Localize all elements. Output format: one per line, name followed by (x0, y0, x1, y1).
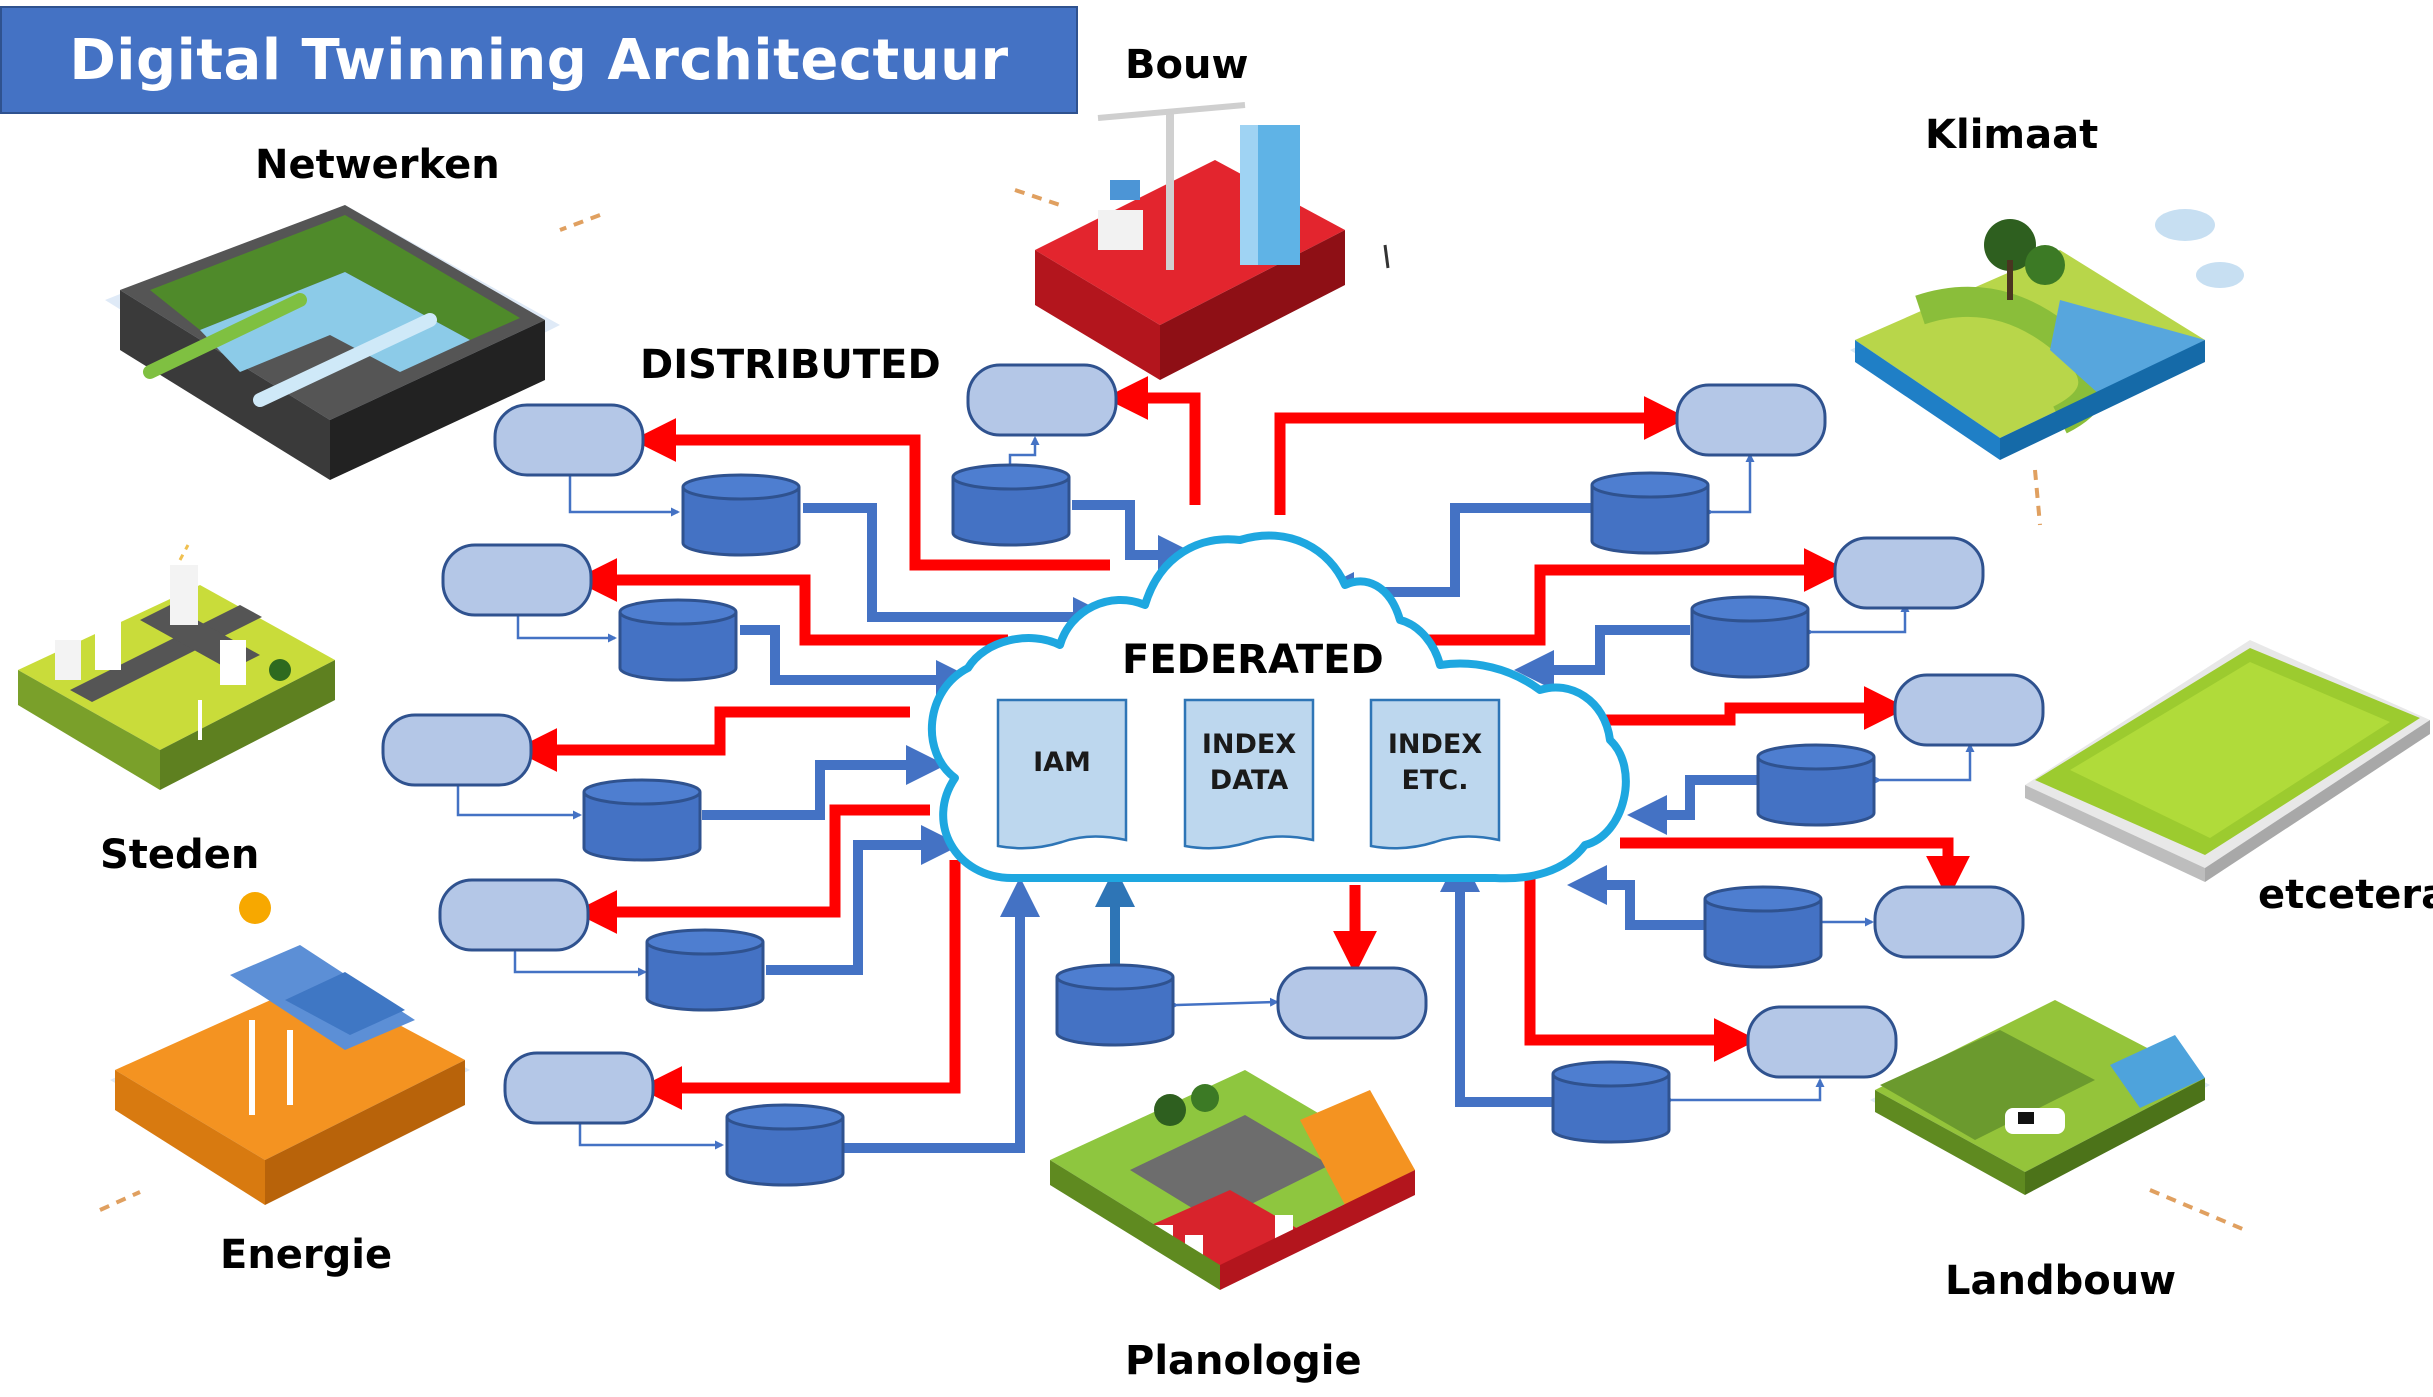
thin-link-left-3 (453, 778, 582, 820)
app-node-right-2 (1833, 536, 1985, 610)
app-node-bottom (1276, 966, 1428, 1040)
app-node-left-4 (438, 878, 590, 952)
database-right-5 (1551, 1060, 1671, 1144)
bouw-tile-illustration (1014, 102, 1390, 380)
blue-arrow-from-left-db-2 (740, 625, 976, 700)
app-node-right-3 (1893, 673, 2045, 747)
thin-link-left-2 (513, 605, 617, 643)
app-node-bouw (966, 363, 1118, 437)
label-etcetera: etcetera (2258, 872, 2433, 918)
thin-link-klimaat (1705, 453, 1755, 517)
database-left-3 (582, 778, 702, 862)
blue-arrow-from-right-db-2 (1514, 625, 1690, 690)
blue-arrow-from-left-db-4 (766, 825, 961, 975)
app-node-left-5 (503, 1051, 655, 1125)
document-index-data (1183, 698, 1315, 850)
database-bottom (1055, 963, 1175, 1047)
landbouw-tile-illustration (1870, 1000, 2246, 1232)
red-arrow-to-klimaat-node (1274, 396, 1688, 515)
document-label-index-data: INDEX DATA (1201, 729, 1297, 796)
title-banner: Digital Twinning Architectuur (0, 6, 1078, 114)
label-netwerken: Netwerken (255, 142, 500, 188)
blue-arrow-from-right-db-4 (1567, 865, 1705, 930)
etcetera-tile-illustration (2025, 640, 2430, 882)
thin-link-left-5 (575, 1115, 724, 1150)
document-label-index-etc: INDEX ETC. (1387, 729, 1483, 796)
label-energie: Energie (220, 1232, 393, 1278)
database-left-2 (618, 598, 738, 682)
document-iam (996, 698, 1128, 850)
thin-link-right-5 (1665, 1078, 1825, 1105)
blue-arrow-from-left-db-5 (843, 877, 1040, 1153)
app-node-klimaat (1675, 383, 1827, 457)
red-arrow-to-left-node-5 (638, 860, 961, 1110)
label-klimaat: Klimaat (1925, 112, 2099, 158)
thin-link-bottom (1169, 997, 1279, 1010)
label-landbouw: Landbouw (1945, 1258, 2177, 1304)
document-label-iam: IAM (1033, 747, 1091, 778)
red-arrow-to-bouw-node (1104, 376, 1201, 505)
energie-tile-illustration (99, 892, 470, 1212)
database-bouw (951, 463, 1071, 547)
app-node-left-3 (381, 713, 533, 787)
label-federated: FEDERATED (1122, 637, 1384, 683)
database-klimaat (1590, 471, 1710, 555)
thin-link-left-4 (510, 945, 647, 977)
thin-link-netwerken (565, 468, 680, 517)
database-right-2 (1690, 595, 1810, 679)
label-bouw: Bouw (1125, 42, 1249, 88)
klimaat-tile-illustration (1850, 209, 2244, 526)
red-arrow-to-left-node-3 (513, 706, 910, 772)
red-arrow-to-left-node-4 (573, 804, 930, 934)
blue-arrow-from-netwerken-db (803, 503, 1113, 637)
app-node-right-4 (1873, 885, 2025, 959)
document-index-etc (1369, 698, 1501, 850)
database-right-3 (1756, 743, 1876, 827)
red-arrow-to-right-node-3 (1575, 686, 1908, 730)
thin-link-bouw (1005, 436, 1040, 472)
netwerken-tile-illustration (105, 205, 601, 480)
blue-arrow-from-right-db-3 (1627, 775, 1757, 835)
thin-link-right-2 (1805, 603, 1910, 637)
app-node-left-2 (441, 543, 593, 617)
database-right-4 (1703, 885, 1823, 969)
planologie-tile-illustration (1050, 1070, 1415, 1290)
red-arrow-to-right-node-5 (1524, 875, 1758, 1062)
blue-arrow-from-right-db-5 (1440, 852, 1553, 1107)
blue-arrow-from-left-db-3 (702, 745, 946, 820)
blue-arrow-from-bouw-db (1072, 500, 1198, 575)
page-title: Digital Twinning Architectuur (69, 27, 1009, 93)
red-arrow-to-right-node-4 (1620, 837, 1970, 900)
thin-link-right-3 (1873, 743, 1975, 785)
database-left-5 (725, 1103, 845, 1187)
blue-arrow-from-klimaat-db (1314, 503, 1593, 612)
label-distributed: DISTRIBUTED (640, 342, 941, 388)
app-node-right-5 (1746, 1005, 1898, 1079)
database-left-4 (645, 928, 765, 1012)
red-arrow-to-right-node-2 (1380, 548, 1848, 646)
database-netwerken (681, 473, 801, 557)
red-arrow-to-left-node-2 (573, 558, 1008, 646)
red-arrow-to-netwerken-node (632, 418, 1110, 571)
app-node-netwerken (493, 403, 645, 477)
label-steden: Steden (100, 832, 260, 878)
steden-tile-illustration (18, 544, 335, 790)
label-planologie: Planologie (1125, 1338, 1362, 1384)
